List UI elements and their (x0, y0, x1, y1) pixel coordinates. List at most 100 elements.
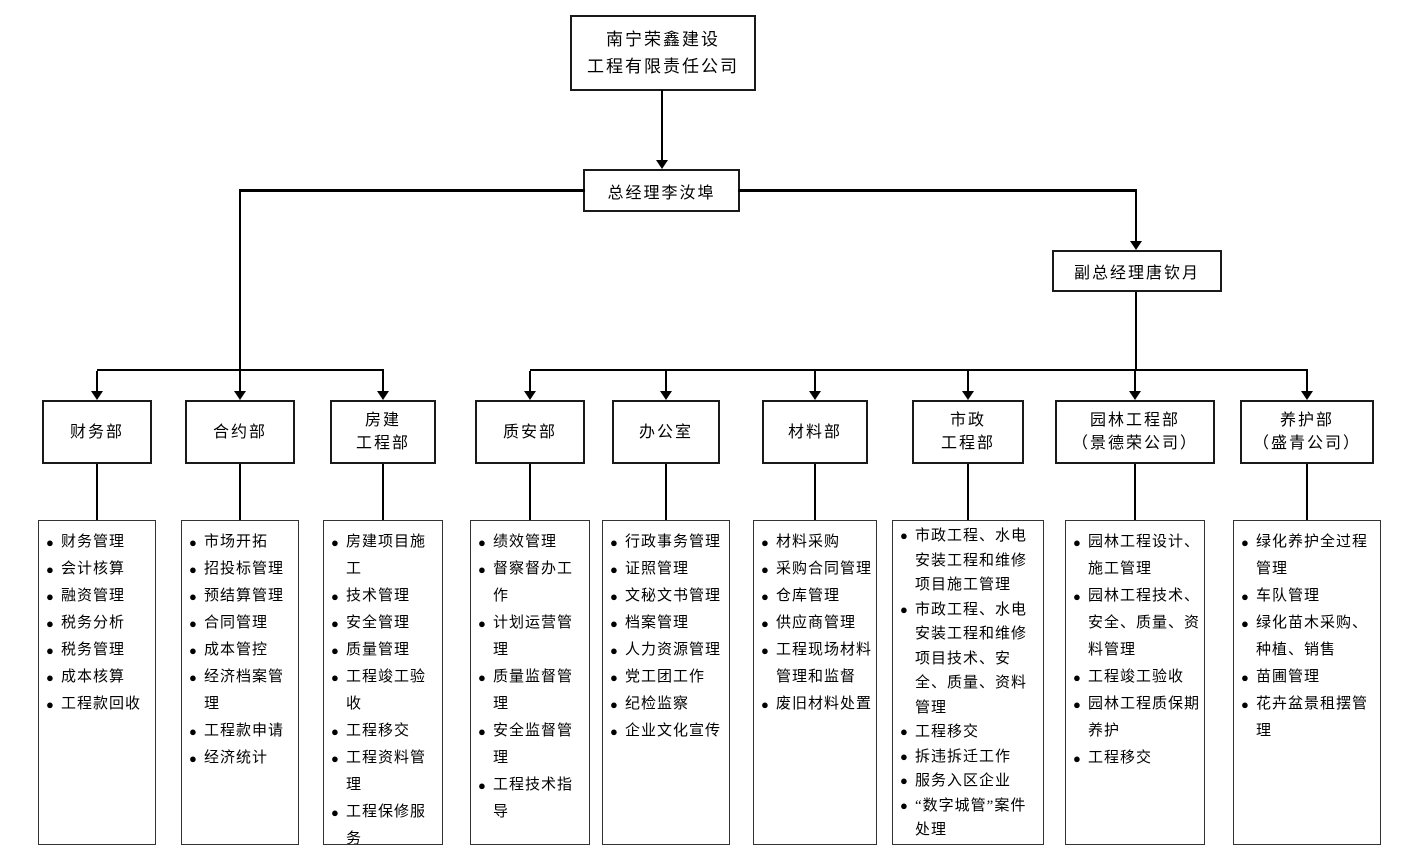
connector-line (96, 371, 98, 393)
connector-line (1134, 371, 1136, 393)
bullet-icon: ● (478, 535, 487, 550)
duty-item: ●花卉盆景租摆管理 (1241, 691, 1376, 745)
bullet-icon: ● (900, 601, 909, 617)
duty-item: ●党工团工作 (610, 664, 725, 691)
duty-list-4: ●绩效管理●督察督办工作●计划运营管理●质量监督管理●安全监督管理●工程技术指导 (470, 520, 590, 845)
bullet-icon: ● (1241, 697, 1250, 712)
duty-item: ●预结算管理 (189, 583, 294, 610)
duty-item: ●废旧材料处置 (761, 691, 872, 718)
connector-line (529, 371, 531, 393)
bullet-icon: ● (1073, 697, 1082, 712)
duty-item: ●工程现场材料管理和监督 (761, 637, 872, 691)
duty-item: ●工程款回收 (46, 691, 151, 718)
general-manager-box: 总经理李汝埠 (583, 169, 740, 212)
bullet-icon: ● (331, 751, 340, 766)
duty-text: 工程款回收 (61, 696, 142, 712)
duty-item: ●文秘文书管理 (610, 583, 725, 610)
duty-text: 融资管理 (61, 588, 126, 604)
duty-item: ●税务分析 (46, 610, 151, 637)
duty-item: ●绿化苗木采购、种植、销售 (1241, 610, 1376, 664)
duty-text: 工程移交 (346, 723, 411, 739)
bullet-icon: ● (900, 773, 909, 788)
duty-text: 工程竣工验收 (1088, 669, 1185, 685)
connector-line (814, 462, 816, 520)
duty-item: ●财务管理 (46, 529, 151, 556)
dept-name-line: 园林工程部 (1089, 412, 1180, 429)
duty-item: ●材料采购 (761, 529, 872, 556)
arrow-down-icon (809, 391, 821, 400)
dept-name-line: （景德荣公司） (1071, 435, 1198, 452)
connector-line (738, 189, 1137, 192)
duty-text: 材料采购 (776, 534, 841, 550)
duty-list-9: ●绿化养护全过程管理●车队管理●绿化苗木采购、种植、销售●苗圃管理●花卉盆景租摆… (1233, 520, 1381, 845)
connector-line (1135, 189, 1137, 243)
bullet-icon: ● (1073, 535, 1082, 550)
bullet-icon: ● (610, 562, 619, 577)
bullet-icon: ● (189, 535, 198, 550)
duty-text: 经济档案管理 (204, 669, 285, 712)
duty-item: ●安全管理 (331, 610, 438, 637)
deputy-general-manager-label: 副总经理唐钦月 (1073, 265, 1200, 282)
duty-item: ●拆违拆迁工作 (900, 745, 1039, 770)
dept-name-line: 市政 (949, 412, 986, 429)
duty-text: 供应商管理 (776, 615, 857, 631)
dept-name-line: 工程部 (940, 435, 995, 452)
duty-text: 档案管理 (625, 615, 690, 631)
bullet-icon: ● (331, 589, 340, 604)
duty-item: ●纪检监察 (610, 691, 725, 718)
bullet-icon: ● (189, 616, 198, 631)
connector-line (529, 462, 531, 520)
bullet-icon: ● (1073, 670, 1082, 685)
bullet-icon: ● (610, 643, 619, 658)
connector-line (239, 371, 241, 393)
bullet-icon: ● (46, 670, 55, 685)
bullet-icon: ● (1241, 589, 1250, 604)
dept-name-line: （盛青公司） (1252, 435, 1361, 452)
bullet-icon: ● (761, 562, 770, 577)
bullet-icon: ● (189, 751, 198, 766)
duty-item: ●税务管理 (46, 637, 151, 664)
dept-box-3: 房建工程部 (330, 400, 436, 464)
duty-text: 安全管理 (346, 615, 411, 631)
duty-text: 工程款申请 (204, 723, 285, 739)
bullet-icon: ● (610, 535, 619, 550)
duty-item: ●园林工程技术、安全、质量、资料管理 (1073, 583, 1200, 664)
dept-box-1: 财务部 (42, 400, 152, 464)
dept-box-9: 养护部（盛青公司） (1240, 400, 1374, 464)
duty-item: ● 绩效管理 (478, 529, 585, 556)
bullet-icon: ● (761, 589, 770, 604)
duty-text: 拆违拆迁工作 (915, 748, 1012, 765)
duty-text: 园林工程质保期养护 (1088, 696, 1201, 739)
duty-text: 绩效管理 (493, 534, 558, 550)
bullet-icon: ● (610, 616, 619, 631)
duty-item: ● 园林工程质保期养护 (1073, 691, 1200, 745)
duty-item: ●绿化养护全过程管理 (1241, 529, 1376, 583)
duty-item: ●市场开拓 (189, 529, 294, 556)
duty-text: 合同管理 (204, 615, 269, 631)
bullet-icon: ● (189, 643, 198, 658)
general-manager-label: 总经理李汝埠 (607, 184, 716, 202)
arrow-down-icon (524, 391, 536, 400)
duty-text: 证照管理 (625, 561, 690, 577)
duty-text: 安全监督管理 (493, 723, 574, 766)
dept-name-line: 工程部 (355, 435, 410, 452)
duty-text: 工程技术指导 (493, 777, 574, 820)
dept-box-2: 合约部 (185, 400, 295, 464)
connector-line (97, 369, 384, 371)
connector-line (239, 189, 241, 371)
bullet-icon: ● (478, 778, 487, 793)
duty-list-5: ●行政事务管理●证照管理●文秘文书管理●档案管理●人力资源管理●党工团工作●纪检… (602, 520, 730, 845)
duty-item: ●供应商管理 (761, 610, 872, 637)
duty-text: 市政工程、水电安装工程和维修项目施工管理 (915, 528, 1028, 593)
arrow-down-icon (234, 391, 246, 400)
duty-text: 文秘文书管理 (625, 588, 722, 604)
duty-item: ●技术管理 (331, 583, 438, 610)
duty-item: ●工程竣工验收 (331, 664, 438, 718)
duty-item: ● 工程竣工验收 (1073, 664, 1200, 691)
duty-text: “数字城管”案件处理 (915, 797, 1027, 839)
duty-item: ●园林工程设计、施工管理 (1073, 529, 1200, 583)
duty-item: ●企业文化宣传 (610, 718, 725, 745)
connector-line (1135, 292, 1137, 371)
bullet-icon: ● (761, 697, 770, 712)
duty-text: 纪检监察 (625, 696, 690, 712)
